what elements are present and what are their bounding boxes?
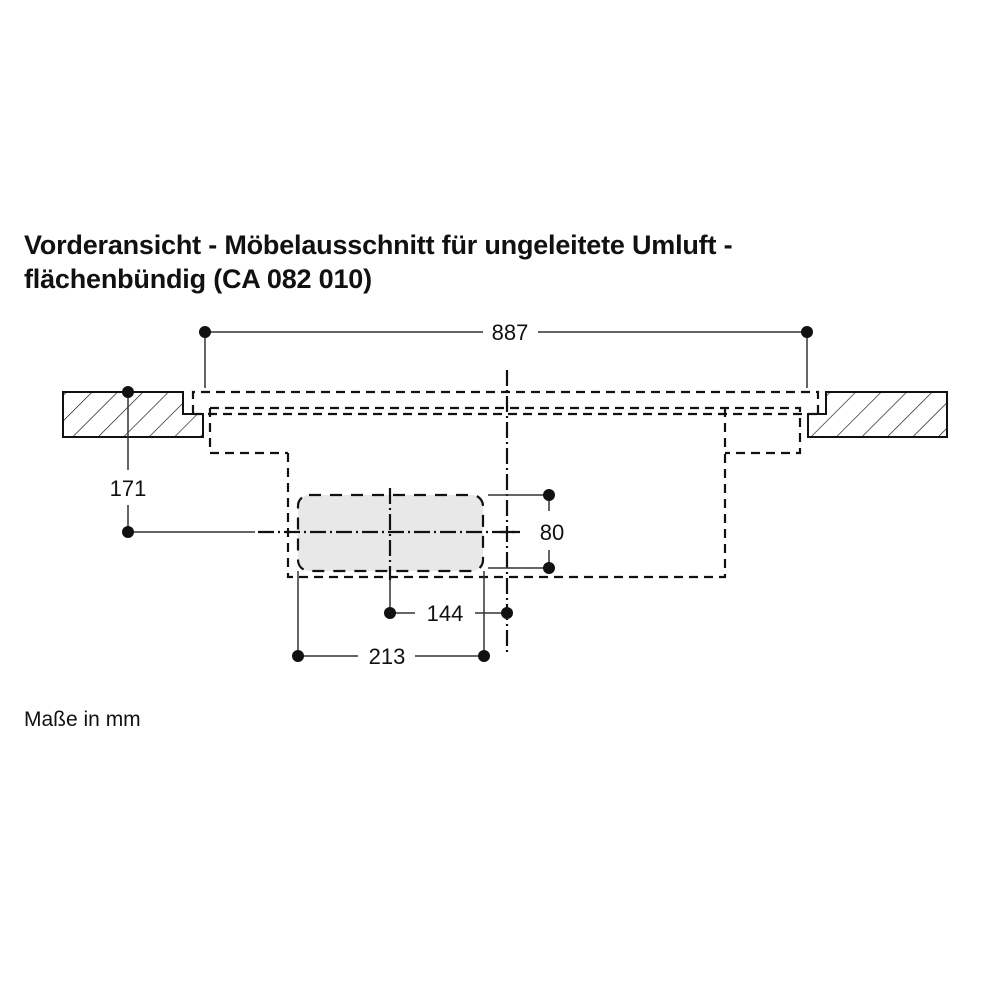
right-countertop-section (807, 391, 948, 438)
units-note: Maße in mm (24, 708, 141, 731)
dimension-overall-width (199, 326, 813, 388)
hob-outline (191, 390, 820, 579)
title-line-2: flächenbündig (CA 082 010) (24, 264, 372, 294)
dimension-module-height (488, 489, 555, 574)
dim-144-label: 144 (427, 601, 464, 626)
dim-80-label: 80 (540, 520, 564, 545)
dim-171-label: 171 (110, 476, 147, 501)
drawing-title: Vorderansicht - Möbelausschnitt für unge… (24, 228, 733, 296)
dimension-module-width (292, 571, 490, 662)
left-countertop-section (62, 391, 204, 438)
dim-887-label: 887 (492, 320, 529, 345)
dimension-center-offset (384, 580, 513, 619)
dim-213-label: 213 (369, 644, 406, 669)
dimension-height-to-center (122, 386, 255, 538)
title-line-1: Vorderansicht - Möbelausschnitt für unge… (24, 230, 733, 260)
